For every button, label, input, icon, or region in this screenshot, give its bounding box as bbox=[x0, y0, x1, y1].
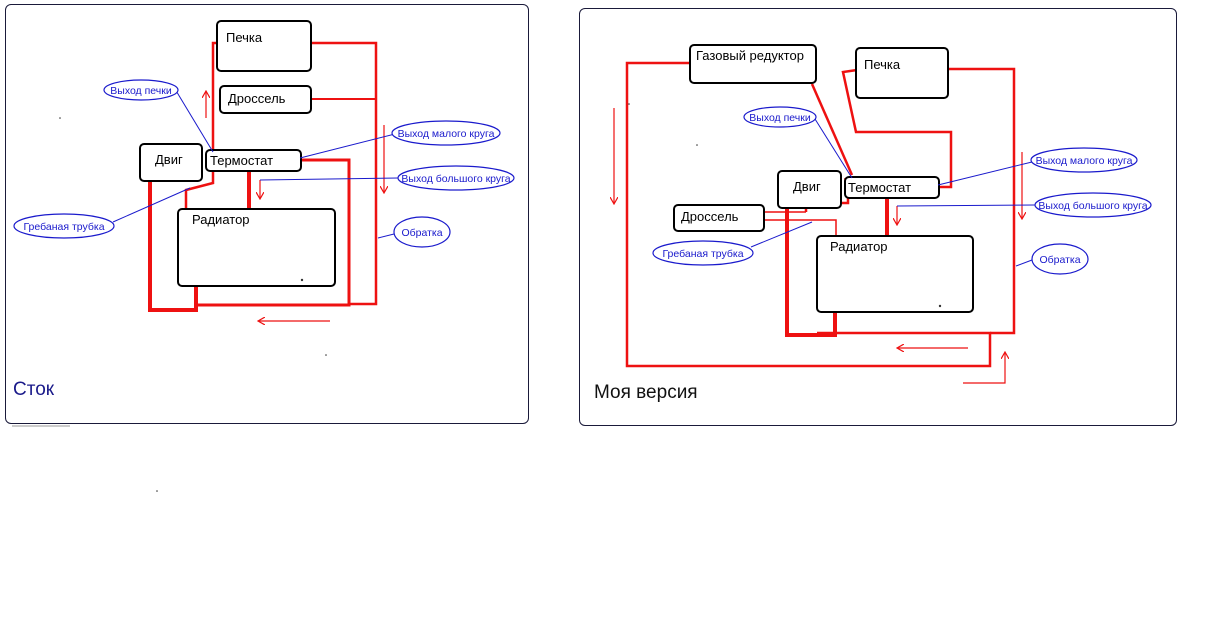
pipe-engine-radiator-thick-2 bbox=[785, 208, 837, 337]
box-dvig-stock: Двиг bbox=[139, 143, 203, 182]
label-dvig: Двиг bbox=[155, 152, 183, 167]
callout-obratka bbox=[393, 216, 451, 248]
callout-vyhod-malogo-2 bbox=[1030, 147, 1138, 173]
caption-my-version: Моя версия bbox=[594, 382, 698, 403]
box-drossel-my: Дроссель bbox=[673, 204, 765, 232]
callout-vyhod-pechki-2 bbox=[743, 106, 817, 128]
label-radiator-2: Радиатор bbox=[830, 239, 888, 254]
callouts-my: Выход печки Выход малого круга Выход бол… bbox=[652, 106, 1152, 275]
pipe-big-circle bbox=[196, 158, 351, 307]
label-termostat: Термостат bbox=[210, 153, 273, 168]
pipe-gas-thermostat bbox=[810, 83, 854, 176]
callout-grebanaya-2-text: Гребаная трубка bbox=[662, 248, 743, 260]
callout-vyhod-bolshogo bbox=[397, 165, 515, 191]
label-termostat-2: Термостат bbox=[848, 180, 911, 195]
callout-vyhod-bolshogo-2 bbox=[1034, 192, 1152, 218]
callout-vyhod-pechki-2-text: Выход печки bbox=[749, 112, 811, 124]
caption-stock: Сток bbox=[13, 379, 55, 400]
box-termostat-my: Термостат bbox=[844, 176, 940, 199]
callout-vyhod-bolshogo-text: Выход большого круга bbox=[401, 173, 510, 185]
label-gazovyi: Газовый редуктор bbox=[696, 48, 804, 63]
myversion-pipes bbox=[614, 61, 1022, 384]
box-pechka-my: Печка bbox=[855, 47, 949, 99]
pipe-heater-feed bbox=[184, 41, 217, 208]
callout-obratka-2 bbox=[1031, 243, 1089, 275]
pipe-outer-loop bbox=[625, 61, 992, 368]
callout-vyhod-bolshogo-2-text: Выход большого круга bbox=[1038, 200, 1147, 212]
label-drossel-2: Дроссель bbox=[681, 209, 739, 224]
stock-pipes bbox=[148, 41, 384, 321]
box-dvig-my: Двиг bbox=[777, 170, 842, 209]
callout-obratka-2-text: Обратка bbox=[1039, 254, 1080, 266]
callout-grebanaya bbox=[13, 213, 115, 239]
callouts-stock: Выход печки Выход малого круга Выход бол… bbox=[13, 79, 515, 248]
callout-vyhod-pechki bbox=[103, 79, 179, 101]
label-radiator: Радиатор bbox=[192, 212, 250, 227]
pipe-heater-feed-2 bbox=[841, 68, 953, 189]
label-drossel: Дроссель bbox=[228, 91, 286, 106]
pipe-heater-return-2 bbox=[948, 67, 1016, 335]
callout-vyhod-malogo bbox=[391, 120, 501, 146]
pipe-throttle-2 bbox=[764, 211, 837, 236]
label-pechka-2: Печка bbox=[864, 57, 901, 72]
flow-arrow-up-2 bbox=[963, 353, 1005, 384]
callout-vyhod-malogo-2-text: Выход малого круга bbox=[1036, 155, 1133, 167]
label-dvig-2: Двиг bbox=[793, 179, 821, 194]
box-radiator-stock: Радиатор bbox=[177, 208, 336, 287]
pipe-heater-return bbox=[311, 41, 378, 306]
pipe-engine-radiator-thick bbox=[148, 182, 198, 312]
callout-vyhod-malogo-text: Выход малого круга bbox=[398, 128, 495, 140]
box-termostat-stock: Термостат bbox=[205, 149, 302, 172]
label-pechka: Печка bbox=[226, 30, 263, 45]
callout-obratka-text: Обратка bbox=[401, 227, 442, 239]
box-radiator-my: Радиатор bbox=[816, 235, 974, 313]
callout-grebanaya-2 bbox=[652, 240, 754, 266]
box-gazovyi: Газовый редуктор bbox=[689, 44, 817, 84]
callout-grebanaya-text: Гребаная трубка bbox=[23, 221, 104, 233]
box-pechka-stock: Печка bbox=[216, 20, 312, 72]
box-drossel-stock: Дроссель bbox=[219, 85, 312, 114]
callout-vyhod-pechki-text: Выход печки bbox=[110, 85, 172, 97]
